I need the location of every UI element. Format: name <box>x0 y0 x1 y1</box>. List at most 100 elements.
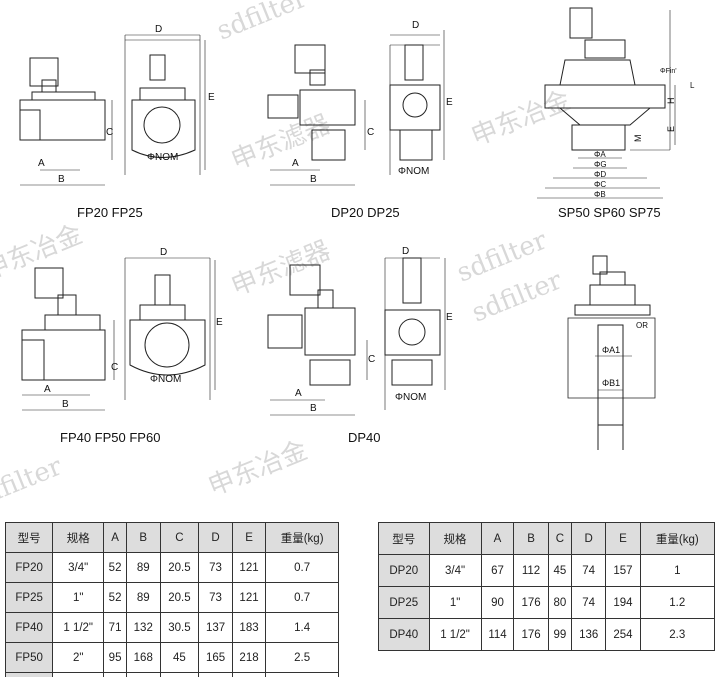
header-cell: A <box>103 522 128 553</box>
valve-drawings: D E C A B ΦNOM D E C A B ΦNOM ΦFin' <box>19 7 695 450</box>
table-cell: 218 <box>231 642 267 673</box>
table-cell: 165 <box>198 642 233 673</box>
dim-label: E <box>446 312 453 323</box>
dim-label: E <box>208 92 215 103</box>
header-cell: D <box>198 522 233 553</box>
table-cell: 1 <box>639 554 715 587</box>
dim-label: B <box>310 174 317 185</box>
header-cell: 规格 <box>428 522 482 555</box>
caption-dp20: DP20 DP25 <box>331 205 400 220</box>
table-cell: 3/4" <box>428 554 482 587</box>
table-cell: 89 <box>126 582 161 613</box>
caption-fp20: FP20 FP25 <box>77 205 143 220</box>
model-cell: FP25 <box>4 582 54 613</box>
table-cell: 136 <box>571 618 607 651</box>
table-cell: 90 <box>480 586 515 619</box>
table-cell: 1.4 <box>265 612 339 643</box>
dim-label: E <box>216 317 223 328</box>
table-cell: 52 <box>103 552 128 583</box>
dim-label: ΦNOM <box>147 152 178 163</box>
table-cell: 45 <box>159 672 200 677</box>
dim-label: ΦB1 <box>602 378 620 388</box>
table-cell: 2.5 <box>265 642 339 673</box>
table-cell: 137 <box>198 612 233 643</box>
table-cell: 73 <box>198 552 233 583</box>
dim-label: ΦNOM <box>398 166 429 177</box>
table-cell: 2.4 <box>265 672 339 677</box>
dim-label: C <box>106 127 113 138</box>
table-cell: 121 <box>231 552 267 583</box>
table-cell: 183 <box>231 612 267 643</box>
table-cell: 45 <box>159 642 200 673</box>
table-cell: 114 <box>480 618 515 651</box>
dim-label: D <box>155 24 162 35</box>
fp40-drawing: D E C A B ΦNOM <box>21 247 223 411</box>
sp-drawing: ΦFin' H E M L ΦA ΦG ΦD ΦC ΦB <box>537 7 695 199</box>
dim-label: B <box>62 399 69 410</box>
model-cell: FP40 <box>4 612 54 643</box>
dim-label: A <box>44 384 51 395</box>
header-cell: 型号 <box>378 522 430 555</box>
table-cell: 132 <box>126 612 161 643</box>
dim-label: A <box>292 158 299 169</box>
dim-label: D <box>412 20 419 31</box>
table-cell: 20.5 <box>159 552 200 583</box>
table-cell: 1.2 <box>639 586 715 619</box>
header-cell: E <box>231 522 267 553</box>
caption-sp: SP50 SP60 SP75 <box>558 205 661 220</box>
table-cell: 52 <box>103 582 128 613</box>
table-cell: 30.5 <box>159 612 200 643</box>
fp20-drawing: D E C A B ΦNOM <box>19 24 215 186</box>
table-cell: 157 <box>605 554 641 587</box>
table-cell: 67 <box>480 554 515 587</box>
dim-label: ΦB <box>594 190 606 199</box>
table-cell: 3/4" <box>52 552 105 583</box>
table-cell: 1 1/2" <box>428 618 482 651</box>
table-cell: 1" <box>52 582 105 613</box>
header-cell: E <box>605 522 641 555</box>
dim-label: L <box>690 81 695 90</box>
dim-label: ΦFin' <box>660 68 677 75</box>
dim-label: ΦD <box>594 170 606 179</box>
dim-label: B <box>310 403 317 414</box>
table-cell: 168 <box>126 642 161 673</box>
table-cell: 194 <box>605 586 641 619</box>
dim-label: ΦNOM <box>150 374 181 385</box>
dim-label: ΦC <box>594 180 606 189</box>
table-cell: 121 <box>231 582 267 613</box>
dim-label: ΦNOM <box>395 392 426 403</box>
dim-label: ΦA <box>594 150 606 159</box>
table-cell: 168 <box>126 672 161 677</box>
table-cell: 99 <box>547 618 573 651</box>
table-cell: 254 <box>605 618 641 651</box>
dim-label: A <box>295 388 302 399</box>
table-cell: 2" <box>52 642 105 673</box>
dim-label: ΦA1 <box>602 345 620 355</box>
header-cell: 重量(kg) <box>639 522 715 555</box>
model-cell: DP25 <box>378 586 430 619</box>
table-cell: 74 <box>571 586 607 619</box>
table-cell: 165 <box>198 672 233 677</box>
table-cell: 45 <box>547 554 573 587</box>
table-cell: 71 <box>103 612 128 643</box>
header-cell: 重量(kg) <box>265 522 339 553</box>
table-cell: 0.7 <box>265 552 339 583</box>
header-cell: C <box>159 522 200 553</box>
model-cell: DP20 <box>378 554 430 587</box>
model-cell: FP20 <box>4 552 54 583</box>
table-cell: 0.7 <box>265 582 339 613</box>
caption-dp40: DP40 <box>348 430 381 445</box>
dp40-drawing: D E C A B ΦNOM <box>267 246 453 416</box>
table-cell: 2 1/2" <box>52 672 105 677</box>
dim-label: C <box>367 127 374 138</box>
header-cell: B <box>513 522 549 555</box>
table-cell: 1 1/2" <box>52 612 105 643</box>
header-cell: 规格 <box>52 522 105 553</box>
header-cell: 型号 <box>4 522 54 553</box>
table-cell: 89 <box>126 552 161 583</box>
